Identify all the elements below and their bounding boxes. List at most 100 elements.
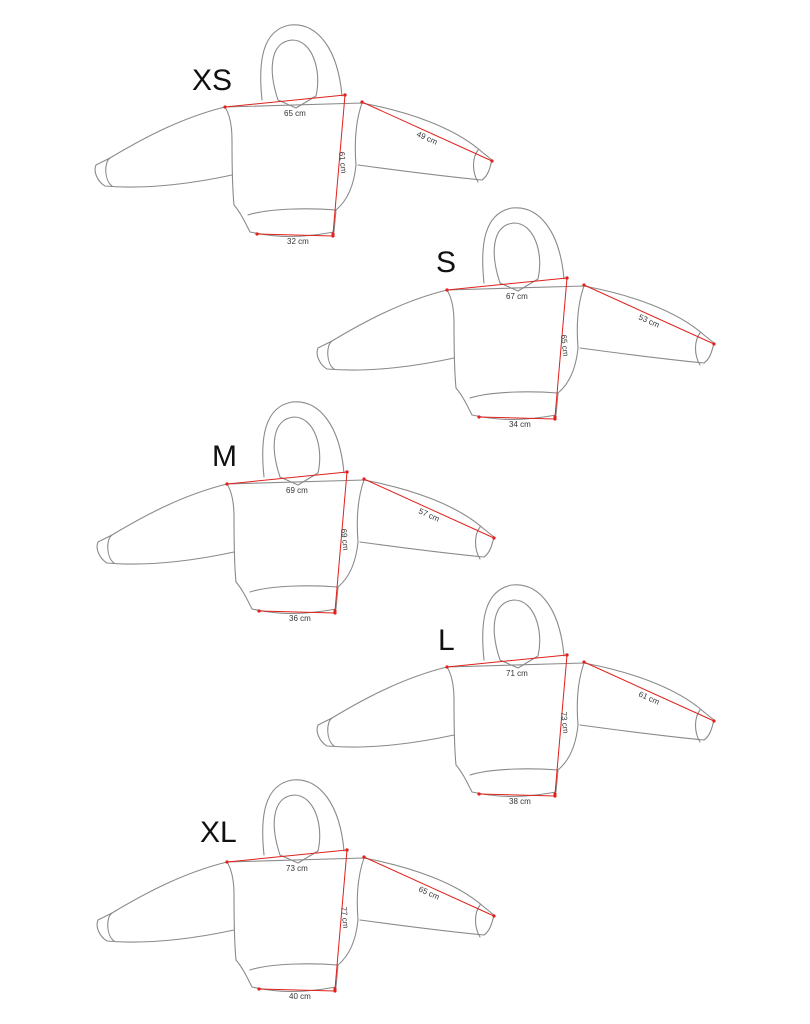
measure-endpoint	[343, 93, 347, 97]
hood-inner	[493, 599, 541, 661]
measure-endpoint	[333, 989, 337, 993]
hem-measurement: 38 cm	[509, 797, 531, 806]
right-sleeve	[359, 857, 495, 936]
measure-endpoint	[225, 860, 229, 864]
measure-endpoint	[362, 855, 366, 859]
hoodie-body	[226, 857, 365, 993]
waistband	[249, 585, 339, 593]
left-cuff	[327, 340, 335, 370]
hood-inner	[273, 794, 321, 856]
right-cuff	[474, 904, 481, 938]
left-sleeve	[316, 666, 455, 748]
measure-endpoint	[582, 660, 586, 664]
hood-opening	[279, 850, 319, 864]
length-measurement: 65 cm	[559, 334, 570, 357]
chest-measure-line	[226, 849, 348, 863]
right-sleeve	[579, 285, 715, 364]
size-label-l: L	[438, 624, 455, 657]
measure-endpoint	[553, 794, 557, 798]
hoodie-body	[224, 102, 363, 238]
right-sleeve	[357, 102, 493, 181]
measure-endpoint	[477, 792, 481, 796]
hood-opening	[277, 95, 317, 109]
measure-endpoint	[445, 288, 449, 292]
sleeve-measure-line	[361, 101, 493, 162]
measure-endpoint	[362, 477, 366, 481]
right-sleeve	[579, 662, 715, 741]
length-measure-line	[554, 654, 568, 795]
right-sleeve	[359, 479, 495, 558]
waistband	[249, 963, 339, 971]
chest-measurement: 71 cm	[506, 669, 528, 678]
measure-endpoint	[225, 482, 229, 486]
chest-measurement: 67 cm	[506, 292, 528, 301]
measure-endpoint	[255, 232, 259, 236]
length-measure-line	[554, 277, 568, 418]
hood-opening	[499, 278, 539, 292]
size-label-s: S	[436, 246, 456, 279]
hoodie-body	[226, 479, 365, 615]
sleeve-measure-line	[363, 478, 495, 539]
measure-endpoint	[333, 611, 337, 615]
hood-opening	[499, 655, 539, 669]
chest-measurement: 73 cm	[286, 864, 308, 873]
length-measurement: 69 cm	[339, 528, 350, 551]
waistband	[247, 208, 337, 216]
length-measure-line	[334, 849, 348, 990]
measure-endpoint	[445, 665, 449, 669]
sleeve-measure-line	[583, 284, 715, 345]
hoodie-body	[446, 285, 585, 421]
measure-endpoint	[345, 848, 349, 852]
left-cuff	[327, 717, 335, 747]
hood-inner	[273, 416, 321, 478]
hood-opening	[279, 472, 319, 486]
measure-endpoint	[257, 609, 261, 613]
measure-endpoint	[553, 417, 557, 421]
left-cuff	[107, 912, 115, 942]
measure-endpoint	[345, 470, 349, 474]
size-label-xs: XS	[192, 64, 232, 97]
right-cuff	[694, 709, 701, 743]
chest-measure-line	[446, 277, 568, 291]
waistband	[469, 391, 559, 399]
measure-endpoint	[331, 234, 335, 238]
hem-measure-line	[258, 610, 336, 614]
measure-endpoint	[492, 914, 496, 918]
chest-measurement: 69 cm	[286, 486, 308, 495]
measure-endpoint	[477, 415, 481, 419]
measure-endpoint	[712, 342, 716, 346]
waistband	[469, 768, 559, 776]
hem-measurement: 34 cm	[509, 420, 531, 429]
left-cuff	[105, 157, 113, 187]
right-cuff	[694, 332, 701, 366]
length-measurement: 73 cm	[559, 711, 570, 734]
left-sleeve	[96, 483, 235, 565]
measure-endpoint	[565, 653, 569, 657]
right-cuff	[474, 526, 481, 560]
hem-measurement: 36 cm	[289, 614, 311, 623]
measure-endpoint	[582, 283, 586, 287]
chest-measure-line	[224, 94, 346, 108]
hood-inner	[493, 222, 541, 284]
hem-measure-line	[478, 793, 556, 797]
length-measure-line	[332, 94, 346, 235]
left-sleeve	[94, 106, 233, 188]
hem-measurement: 32 cm	[287, 237, 309, 246]
sleeve-measure-line	[583, 661, 715, 722]
measure-endpoint	[565, 276, 569, 280]
hood-inner	[271, 39, 319, 101]
measure-endpoint	[223, 105, 227, 109]
hoodie-body	[446, 662, 585, 798]
chest-measure-line	[226, 471, 348, 485]
measure-endpoint	[490, 159, 494, 163]
size-label-xl: XL	[200, 816, 237, 849]
hem-measure-line	[256, 233, 334, 237]
length-measure-line	[334, 471, 348, 612]
hem-measure-line	[258, 988, 336, 992]
